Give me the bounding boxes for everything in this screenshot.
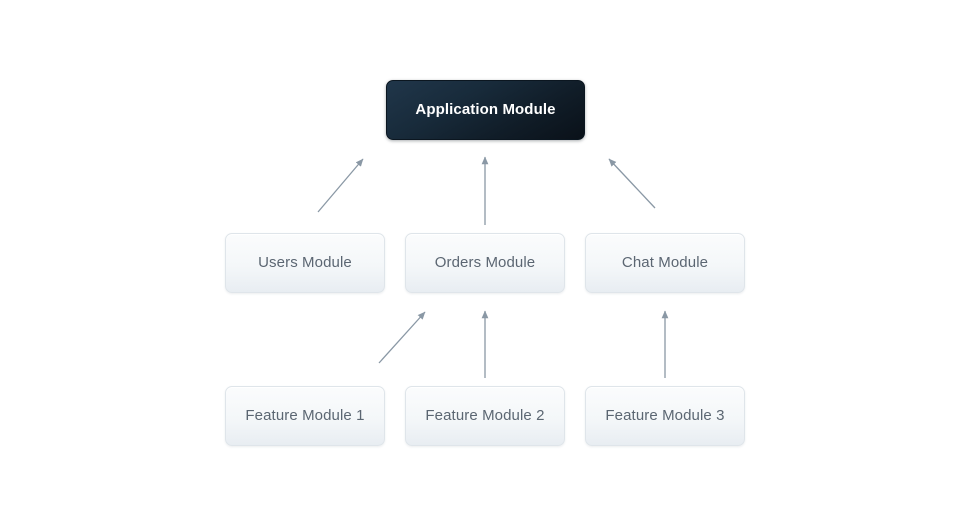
node-label-feature-module-2: Feature Module 2: [425, 407, 545, 424]
node-users-module[interactable]: Users Module: [225, 233, 385, 293]
node-orders-module[interactable]: Orders Module: [405, 233, 565, 293]
connector-feature1-to-orders: [378, 311, 426, 364]
node-chat-module[interactable]: Chat Module: [585, 233, 745, 293]
node-feature-module-3[interactable]: Feature Module 3: [585, 386, 745, 446]
node-label-feature-module-1: Feature Module 1: [245, 407, 365, 424]
node-label-orders-module: Orders Module: [434, 254, 536, 271]
connector-users-to-application: [317, 158, 364, 213]
node-label-application-module: Application Module: [415, 101, 556, 118]
node-label-chat-module: Chat Module: [621, 254, 709, 271]
node-label-feature-module-3: Feature Module 3: [605, 407, 725, 424]
node-feature-module-1[interactable]: Feature Module 1: [225, 386, 385, 446]
node-label-users-module: Users Module: [258, 254, 352, 271]
node-feature-module-2[interactable]: Feature Module 2: [405, 386, 565, 446]
node-application-module[interactable]: Application Module: [386, 80, 585, 140]
connector-chat-to-application: [608, 158, 656, 209]
